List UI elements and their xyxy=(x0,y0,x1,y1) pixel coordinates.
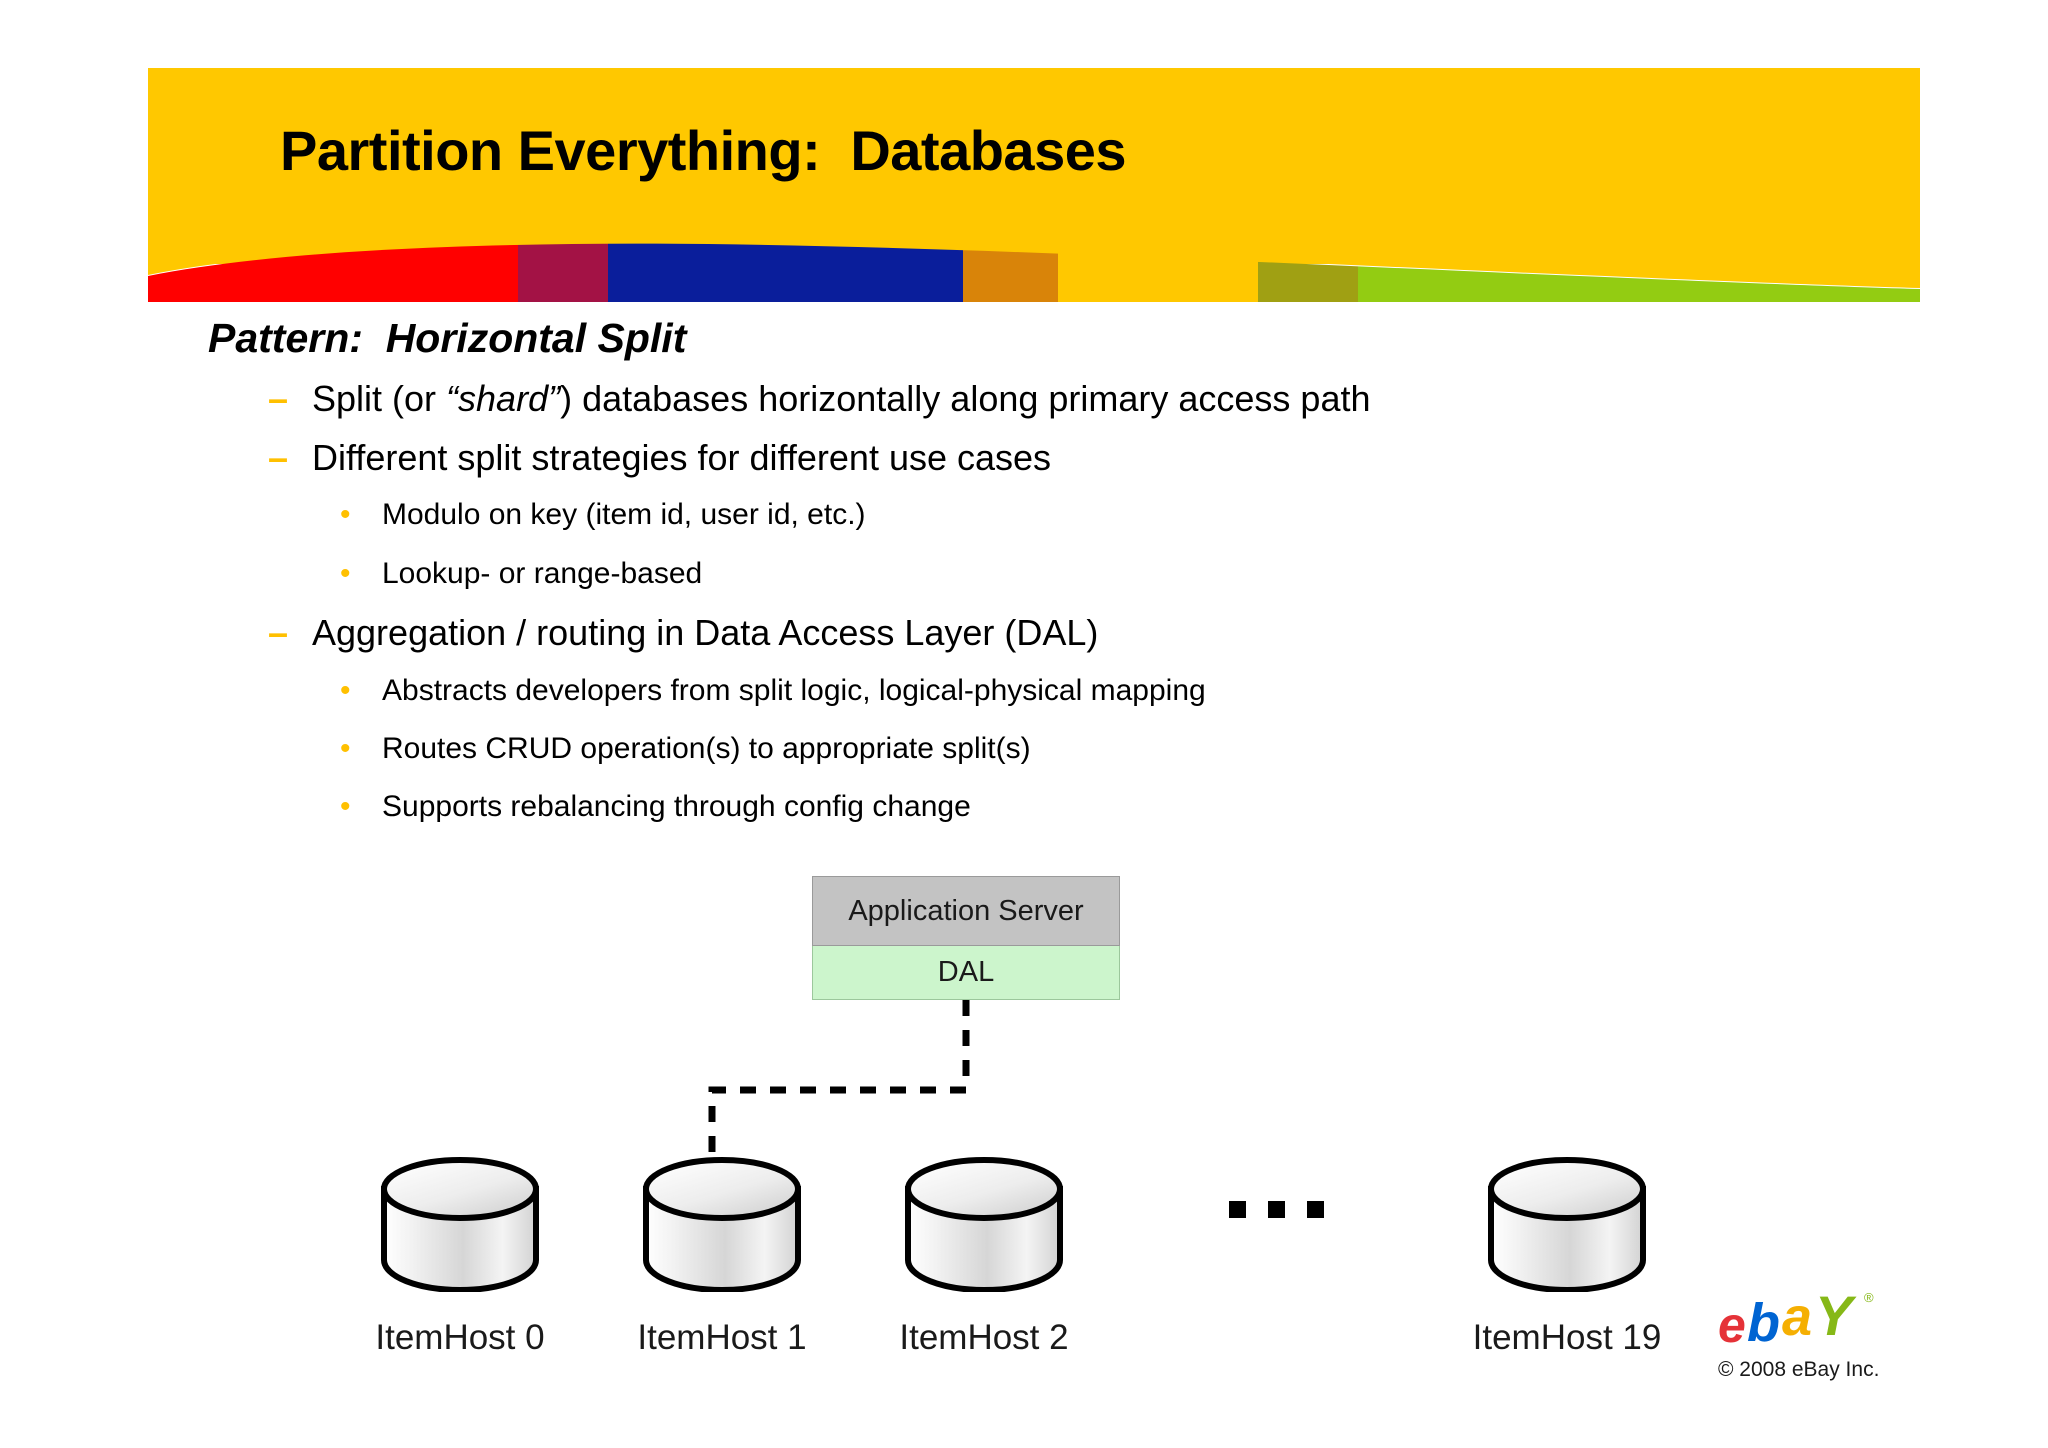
ebay-logo-letter-b: b xyxy=(1747,1293,1780,1353)
ebay-logo-letter-e: e xyxy=(1718,1297,1746,1353)
bullet-routes-crud: • Routes CRUD operation(s) to appropriat… xyxy=(340,732,1031,766)
ebay-logo-letter-y: Y xyxy=(1815,1284,1853,1347)
cylinder-label-itemhost-19: ItemHost 19 xyxy=(1472,1318,1662,1357)
database-cylinder-itemhost-19 xyxy=(1488,1157,1646,1292)
bullet-dash-icon: – xyxy=(268,378,289,419)
registered-trademark-icon: ® xyxy=(1864,1290,1874,1305)
cylinder-label-itemhost-2: ItemHost 2 xyxy=(899,1318,1069,1357)
database-cylinder-itemhost-1 xyxy=(643,1157,801,1292)
bullet-split-shard: – Split (or “shard”) databases horizonta… xyxy=(268,378,1371,420)
pattern-heading: Pattern: Horizontal Split xyxy=(208,315,687,361)
ebay-logo-letter-a: a xyxy=(1782,1287,1813,1347)
bullet-lookup-range: • Lookup- or range-based xyxy=(340,557,702,591)
application-server-label: Application Server xyxy=(848,894,1084,927)
cylinder-label-itemhost-1: ItemHost 1 xyxy=(637,1318,807,1357)
ellipsis-dot xyxy=(1307,1201,1324,1218)
bullet-dot-icon: • xyxy=(340,790,351,823)
bullet-text: Split (or “shard”) databases horizontall… xyxy=(312,378,1371,419)
bullet-dot-icon: • xyxy=(340,732,351,765)
ellipsis-dot xyxy=(1229,1201,1246,1218)
bullet-modulo-on-key: • Modulo on key (item id, user id, etc.) xyxy=(340,498,866,532)
dal-label: DAL xyxy=(937,956,995,988)
bullet-dash-icon: – xyxy=(268,437,289,478)
database-cylinder-itemhost-0 xyxy=(381,1157,539,1292)
ellipsis-indicator xyxy=(1229,1201,1324,1218)
page-title: Partition Everything: Databases xyxy=(280,119,1127,182)
bullet-dot-icon: • xyxy=(340,557,351,590)
bullet-aggregation-routing: – Aggregation / routing in Data Access L… xyxy=(268,612,1098,654)
bullet-text: Abstracts developers from split logic, l… xyxy=(382,674,1206,707)
copyright-notice: © 2008 eBay Inc. xyxy=(1718,1358,1880,1381)
decorative-wave-ribbon xyxy=(148,240,1920,302)
bullet-text: Modulo on key (item id, user id, etc.) xyxy=(382,498,866,531)
bullet-text: Routes CRUD operation(s) to appropriate … xyxy=(382,732,1031,765)
bullet-supports-rebalancing: • Supports rebalancing through config ch… xyxy=(340,790,971,824)
bullet-split-strategies: – Different split strategies for differe… xyxy=(268,437,1051,479)
bullet-dot-icon: • xyxy=(340,498,351,531)
dal-box: DAL xyxy=(812,946,1120,1000)
ebay-logo: e b a Y ® xyxy=(1718,1284,1878,1351)
application-server-box: Application Server xyxy=(812,876,1120,946)
cylinder-label-itemhost-0: ItemHost 0 xyxy=(375,1318,545,1357)
database-cylinder-itemhost-2 xyxy=(905,1157,1063,1292)
bullet-dot-icon: • xyxy=(340,674,351,707)
bullet-text: Different split strategies for different… xyxy=(312,437,1052,478)
bullet-text: Aggregation / routing in Data Access Lay… xyxy=(312,612,1099,653)
bullet-abstracts-developers: • Abstracts developers from split logic,… xyxy=(340,674,1206,708)
ellipsis-dot xyxy=(1268,1201,1285,1218)
bullet-text: Supports rebalancing through config chan… xyxy=(382,790,971,823)
bullet-text: Lookup- or range-based xyxy=(382,557,703,590)
title-banner xyxy=(148,68,1920,264)
bullet-dash-icon: – xyxy=(268,612,289,653)
